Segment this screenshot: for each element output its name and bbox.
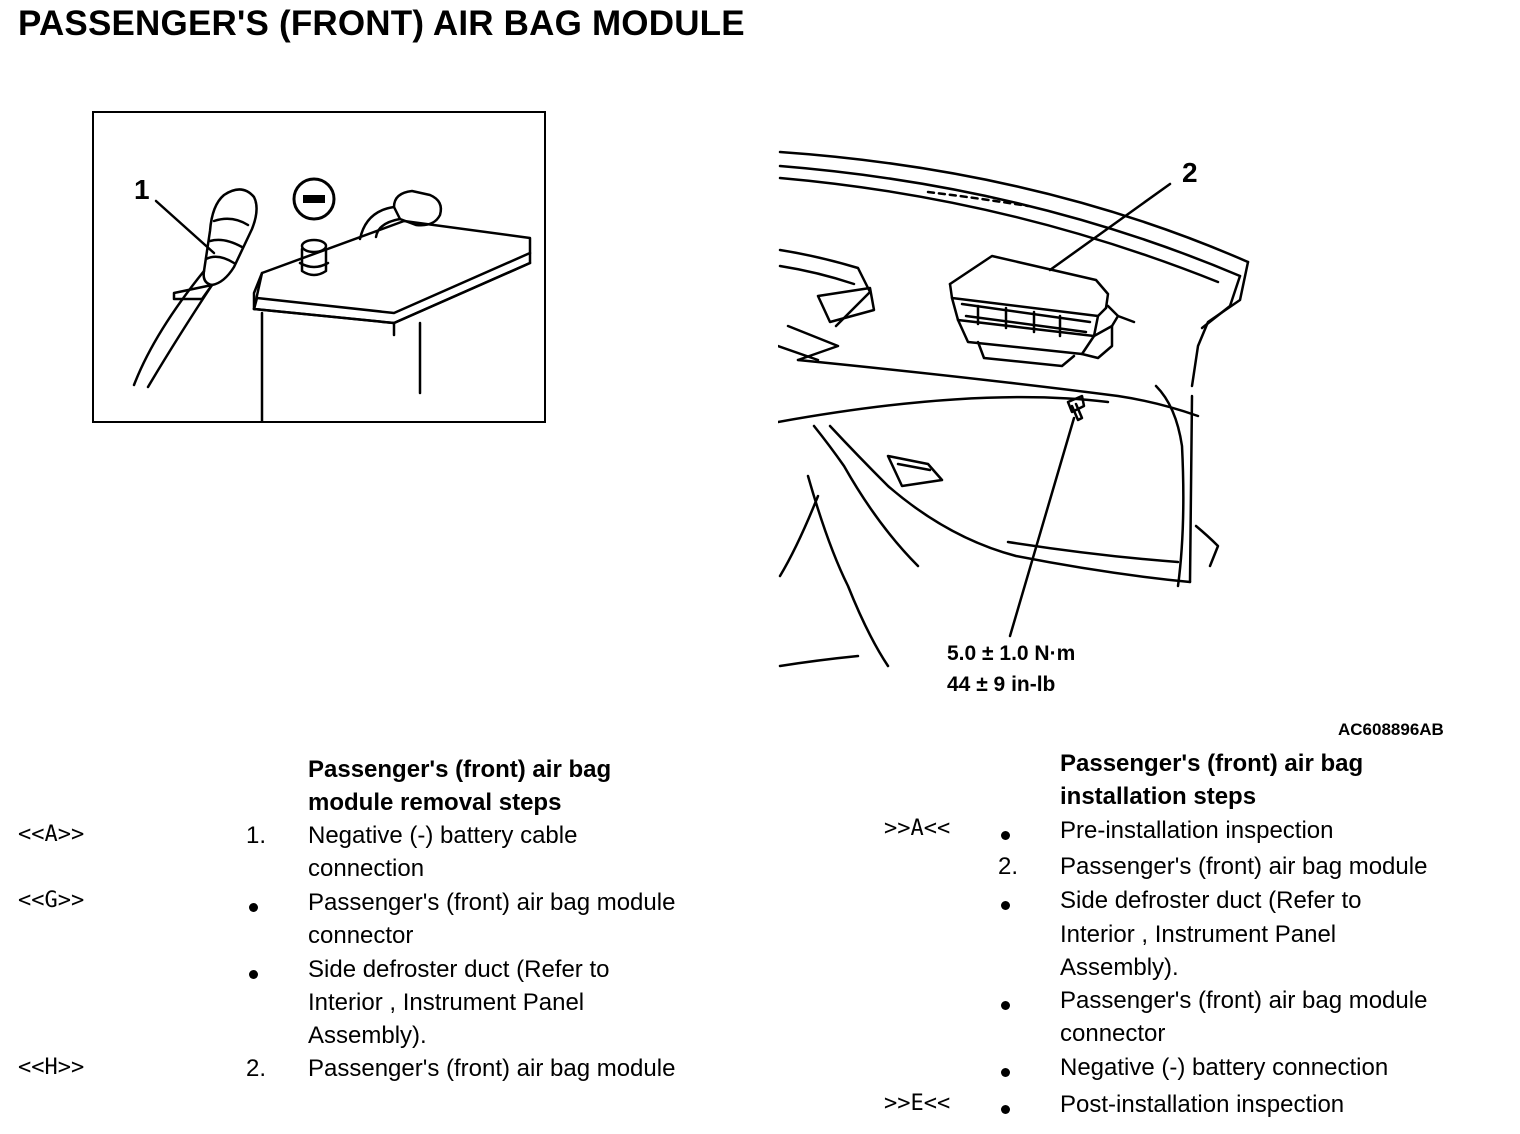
battery-illustration: 1 (132, 174, 532, 421)
removal-step-text: Interior , Instrument Panel (308, 989, 585, 1016)
installation-step-text: Negative (-) battery connection (1060, 1054, 1389, 1081)
removal-heading-line1: Passenger's (front) air bag (308, 756, 612, 783)
removal-step-text: Passenger's (front) air bag module (308, 889, 676, 916)
removal-step-text: connection (308, 855, 425, 882)
installation-step-text: Post-installation inspection (1060, 1091, 1345, 1118)
bullet-dot (249, 903, 258, 912)
bullet-dot (1001, 901, 1010, 910)
bullet-dot (249, 970, 258, 979)
removal-heading-line2: module removal steps (308, 789, 562, 816)
removal-step-text: Negative (-) battery cable (308, 822, 578, 849)
instrument-panel-illustration: 2 (778, 150, 1250, 668)
removal-mark-H: <<H>> (18, 1055, 85, 1080)
installation-step-text: Interior , Instrument Panel (1060, 921, 1337, 948)
bullet-dot (1001, 1105, 1010, 1114)
airbag-figure: 2 (778, 146, 1258, 668)
battery-figure: 1 (92, 111, 546, 423)
page-title: PASSENGER'S (FRONT) AIR BAG MODULE (18, 4, 745, 43)
removal-step-number: 2. (246, 1055, 267, 1082)
installation-step-text: connector (1060, 1020, 1166, 1047)
bullet-dot (1001, 831, 1010, 840)
figure-code: AC608896AB (1338, 720, 1444, 739)
installation-step-text: Assembly). (1060, 954, 1179, 981)
bullet-dot (1001, 1001, 1010, 1010)
removal-step-text: Assembly). (308, 1022, 427, 1049)
installation-heading-line1: Passenger's (front) air bag (1060, 750, 1364, 777)
installation-step-text: Side defroster duct (Refer to (1060, 887, 1362, 914)
removal-mark-G: <<G>> (18, 888, 85, 913)
removal-step-text: Passenger's (front) air bag module (308, 1055, 676, 1082)
installation-mark-E: >>E<< (884, 1091, 951, 1116)
removal-step-number: 1. (246, 822, 267, 849)
torque-nm: 5.0 ± 1.0 N·m (947, 642, 1076, 665)
callout-2: 2 (1182, 157, 1198, 188)
removal-step-text: connector (308, 922, 414, 949)
installation-step-text: Pre-installation inspection (1060, 817, 1334, 844)
bullet-dot (1001, 1068, 1010, 1077)
installation-heading-line2: installation steps (1060, 783, 1257, 810)
torque-inlb: 44 ± 9 in-lb (947, 673, 1056, 696)
installation-step-number: 2. (998, 853, 1019, 880)
callout-1: 1 (134, 174, 150, 205)
removal-mark-A: <<A>> (18, 822, 85, 847)
installation-step-text: Passenger's (front) air bag module (1060, 987, 1428, 1014)
removal-step-text: Side defroster duct (Refer to (308, 956, 610, 983)
installation-step-text: Passenger's (front) air bag module (1060, 853, 1428, 880)
installation-mark-A: >>A<< (884, 816, 951, 841)
